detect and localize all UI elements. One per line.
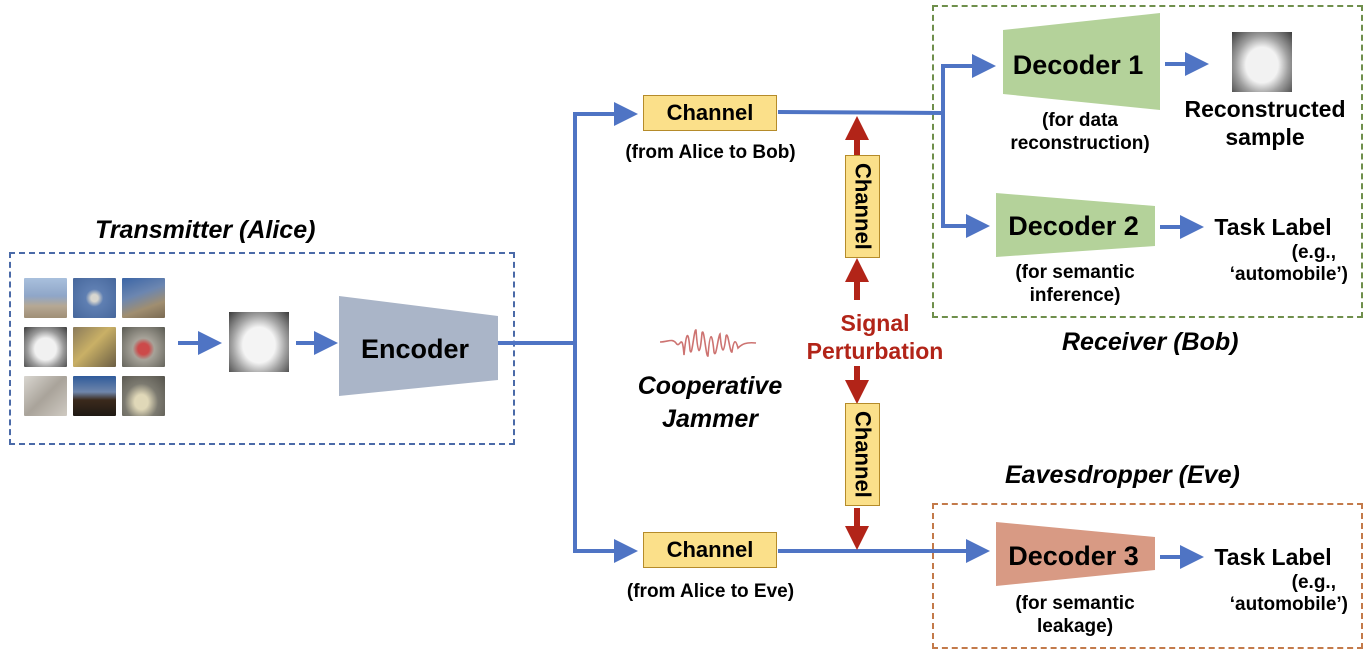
task-label-title: Task Label <box>1214 544 1332 570</box>
encoder-label: Encoder <box>360 334 470 364</box>
receiver-group <box>932 5 1363 318</box>
caption-text: (from Alice to Bob) <box>625 142 796 163</box>
input-sample-grid <box>24 278 166 418</box>
decoder3-label: Decoder 3 <box>1008 541 1139 571</box>
selected-sample-image <box>229 312 289 372</box>
output1-line1: Reconstructed <box>1184 96 1346 122</box>
eve-task-label: Task Label (e.g., ‘automobile’) <box>1198 544 1348 617</box>
sample-thumbnail <box>24 376 67 416</box>
perturbation-line1: Signal <box>840 310 910 336</box>
reconstructed-sample-image <box>1232 32 1292 92</box>
jammer-line2: Jammer <box>662 404 758 433</box>
signal-perturbation-label: Signal Perturbation <box>800 310 950 365</box>
caption-line2: reconstruction) <box>1010 132 1150 154</box>
reconstructed-sample-label: Reconstructed sample <box>1175 96 1355 151</box>
channel-jammer-bob: Channel <box>845 155 880 258</box>
caption-line1: (for semantic <box>1015 262 1135 283</box>
decoder3-caption: (for semantic leakage) <box>995 593 1155 639</box>
channel-alice-bob: Channel <box>643 95 777 131</box>
sample-thumbnail <box>24 327 67 367</box>
task-label-line1: (e.g., <box>1291 241 1336 263</box>
caption-text: (from Alice to Eve) <box>626 581 795 602</box>
decoder3-shape <box>996 522 1155 586</box>
decoder2-label: Decoder 2 <box>1008 211 1139 241</box>
decoder2-caption: (for semantic inference) <box>995 262 1155 308</box>
channel-alice-eve-caption: (from Alice to Eve) <box>618 581 803 604</box>
sample-thumbnail <box>24 278 67 318</box>
arrow-to-decoder1 <box>941 54 996 113</box>
channel-alice-eve: Channel <box>643 532 777 568</box>
line-channel-bob-out <box>777 110 944 115</box>
cooperative-jammer-label: Cooperative Jammer <box>620 370 800 435</box>
receiver-title: Receiver (Bob) <box>1062 328 1239 356</box>
sample-thumbnail <box>122 278 165 318</box>
channel-alice-bob-caption: (from Alice to Bob) <box>618 142 803 165</box>
decoder1-caption: (for data reconstruction) <box>1000 110 1160 156</box>
task-label-line1: (e.g., <box>1291 571 1336 593</box>
perturbation-line2: Perturbation <box>806 337 944 364</box>
transmitter-title: Transmitter (Alice) <box>95 216 316 244</box>
transmitter-group <box>9 252 515 445</box>
eavesdropper-group <box>932 503 1363 649</box>
task-label-line2: ‘automobile’) <box>1229 264 1348 286</box>
channel-jammer-eve: Channel <box>845 403 880 506</box>
decoder2-shape <box>996 193 1155 257</box>
jammer-waveform-icon <box>659 329 757 357</box>
decoder1-label: Decoder 1 <box>1012 50 1144 80</box>
arrow-to-channel-bob <box>573 102 638 343</box>
sample-thumbnail <box>73 376 116 416</box>
bob-task-label: Task Label (e.g., ‘automobile’) <box>1198 214 1348 287</box>
sample-thumbnail <box>122 376 165 416</box>
decoder1-shape <box>1003 13 1160 110</box>
sample-thumbnail <box>73 278 116 318</box>
sample-thumbnail <box>73 327 116 367</box>
output1-line2: sample <box>1225 123 1305 150</box>
caption-line2: leakage) <box>1036 615 1114 637</box>
arrow-to-decoder2 <box>941 113 990 238</box>
caption-line1: (for data <box>1042 110 1118 131</box>
jammer-line1: Cooperative <box>637 372 783 400</box>
sample-thumbnail <box>122 327 165 367</box>
task-label-line2: ‘automobile’) <box>1229 594 1348 616</box>
caption-line1: (for semantic <box>1015 593 1135 614</box>
caption-line2: inference) <box>1029 284 1121 306</box>
arrow-to-channel-eve <box>573 343 638 563</box>
encoder-shape <box>339 296 498 396</box>
task-label-title: Task Label <box>1214 214 1332 240</box>
eavesdropper-title: Eavesdropper (Eve) <box>1005 461 1240 489</box>
